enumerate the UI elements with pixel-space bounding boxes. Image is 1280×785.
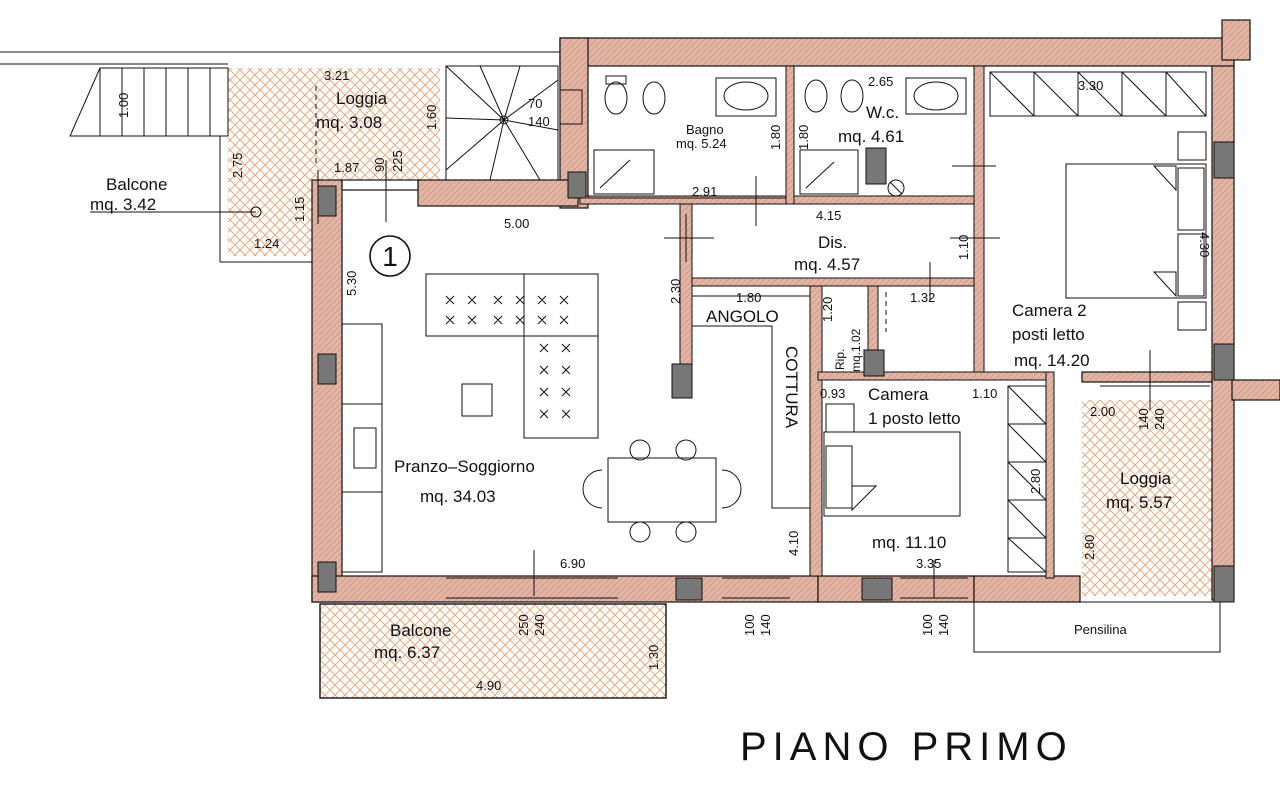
dim-275: 2.75 — [230, 153, 245, 178]
dimension-labels: 1.00 3.21 1.60 70 140 2.75 1.15 1.24 1.8… — [116, 68, 1212, 693]
dim-330: 3.30 — [1078, 78, 1103, 93]
dim-124: 1.24 — [254, 236, 279, 251]
dim-132: 1.32 — [910, 290, 935, 305]
dim-120: 1.20 — [820, 297, 835, 322]
bagno-area: mq. 5.24 — [676, 136, 727, 151]
wc-fixtures — [799, 77, 967, 197]
camera1-name: Camera — [868, 385, 929, 404]
living-furniture — [341, 273, 742, 573]
dim-180c: 1.80 — [736, 290, 761, 305]
dim-280b: 2.80 — [1082, 535, 1097, 560]
dim-187: 1.87 — [334, 160, 359, 175]
sofa-cushions — [445, 295, 571, 419]
dim-415: 4.15 — [816, 208, 841, 223]
dis-area: mq. 4.57 — [794, 255, 860, 274]
dim-335: 3.35 — [916, 556, 941, 571]
dim-430: 4.30 — [1197, 232, 1212, 257]
stairs-west — [0, 51, 560, 263]
dim-410: 4.10 — [786, 531, 801, 556]
wc-name: W.c. — [866, 103, 899, 122]
dim-530: 5.30 — [344, 271, 359, 296]
dis-name: Dis. — [818, 233, 847, 252]
dim-160: 1.60 — [424, 105, 439, 130]
loggia-west-area-label: mq. 3.08 — [316, 113, 382, 132]
soggiorno-area: mq. 34.03 — [420, 487, 496, 506]
dim-240a: 240 — [1152, 408, 1167, 430]
room-labels: Balcone mq. 3.42 Loggia mq. 3.08 Bagno m… — [90, 89, 1172, 662]
wc-area: mq. 4.61 — [838, 127, 904, 146]
loggia-west-name: Loggia — [336, 89, 388, 108]
camera1-furniture — [823, 385, 1047, 573]
dim-321: 3.21 — [324, 68, 349, 83]
interior-walls — [579, 65, 1055, 579]
dim-280a: 2.80 — [1028, 469, 1043, 494]
dim-265: 2.65 — [868, 74, 893, 89]
rip-area: mq.1.02 — [849, 328, 863, 372]
camera2-sub: posti letto — [1012, 325, 1085, 344]
dim-90: 90 — [372, 158, 387, 172]
rip-name: Rip. — [833, 349, 847, 370]
dim-093: 0.93 — [820, 386, 845, 401]
columns — [317, 141, 1235, 603]
angolo-name: ANGOLO — [706, 307, 779, 326]
pensilina-name: Pensilina — [1074, 622, 1128, 637]
dim-100b: 100 — [742, 614, 757, 636]
balcone-west-area: mq. 3.42 — [90, 195, 156, 214]
camera2-area: mq. 14.20 — [1014, 351, 1090, 370]
balcone-south-name: Balcone — [390, 621, 451, 640]
kitchen-counter — [692, 295, 810, 509]
dim-230: 2.30 — [668, 279, 683, 304]
loggia-east-area — [1082, 400, 1212, 596]
camera1-sub: 1 posto letto — [868, 409, 961, 428]
dim-140a: 140 — [528, 114, 550, 129]
dim-225: 225 — [390, 150, 405, 172]
dim-130: 1.30 — [646, 645, 661, 670]
dim-200: 2.00 — [1090, 404, 1115, 419]
dim-500: 5.00 — [504, 216, 529, 231]
dim-490: 4.90 — [476, 678, 501, 693]
balcone-south-area-label: mq. 6.37 — [374, 643, 440, 662]
dim-140d: 140 — [936, 614, 951, 636]
unit-marker — [369, 235, 411, 277]
dim-100: 1.00 — [116, 93, 131, 118]
cottura-name: COTTURA — [782, 346, 801, 429]
camera2-name: Camera 2 — [1012, 301, 1087, 320]
plan-title: PIANO PRIMO — [740, 725, 1073, 769]
balcone-south-area — [319, 603, 667, 699]
loggia-east-area-label: mq. 5.57 — [1106, 493, 1172, 512]
dim-180b: 1.80 — [796, 125, 811, 150]
dim-180a: 1.80 — [768, 125, 783, 150]
dim-140b: 140 — [1136, 408, 1151, 430]
dim-70: 70 — [528, 96, 542, 111]
dim-240b: 240 — [532, 614, 547, 636]
dim-140c: 140 — [758, 614, 773, 636]
loggia-east-name: Loggia — [1120, 469, 1172, 488]
dim-110: 1.10 — [956, 235, 971, 260]
balcone-west-name: Balcone — [106, 175, 167, 194]
bagno-fixtures — [587, 65, 787, 199]
dimension-ticks — [90, 86, 1151, 598]
loggia-west-lower — [228, 178, 312, 256]
camera2-furniture — [989, 71, 1207, 331]
dim-110b: 1.10 — [972, 386, 997, 401]
dim-115: 1.15 — [292, 197, 307, 222]
spiral-stair — [445, 65, 583, 181]
camera1-area: mq. 11.10 — [872, 533, 946, 552]
dim-100c: 100 — [920, 614, 935, 636]
pensilina-area — [973, 601, 1221, 653]
bagno-name: Bagno — [686, 122, 724, 137]
soggiorno-name: Pranzo–Soggiorno — [394, 457, 535, 476]
dim-690: 6.90 — [560, 556, 585, 571]
dim-291: 2.91 — [692, 184, 717, 199]
unit-marker-label: 1 — [382, 241, 398, 272]
dim-250: 250 — [516, 614, 531, 636]
loggia-west-area — [228, 68, 440, 180]
